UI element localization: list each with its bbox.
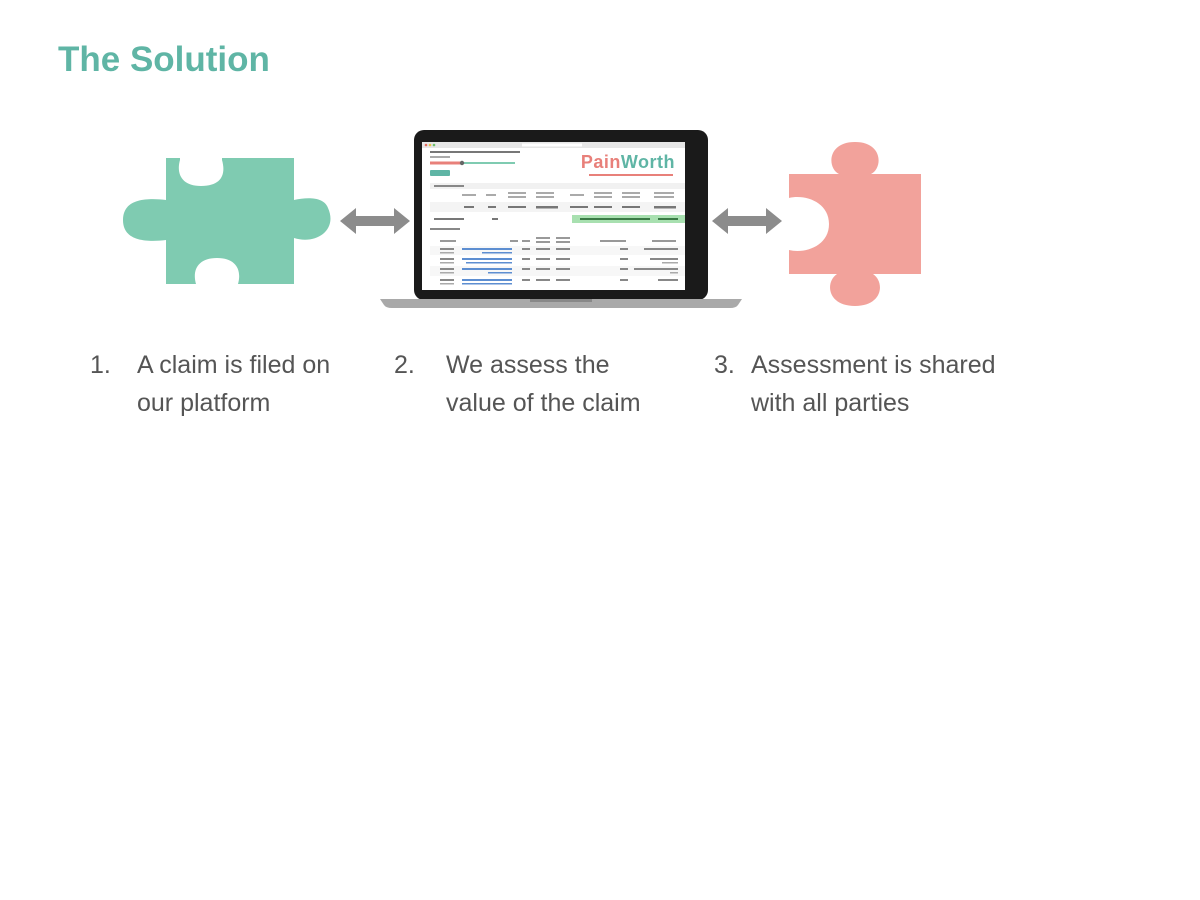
- step-text-line: A claim is filed on: [137, 351, 331, 379]
- step-number: 1.: [90, 351, 111, 379]
- left-puzzle-piece-icon: [123, 158, 331, 284]
- logo-underline: [589, 174, 673, 176]
- step-text-line: Assessment is shared: [751, 351, 996, 379]
- right-double-arrow-icon: [712, 208, 782, 234]
- step-text-line: with all parties: [751, 389, 910, 417]
- step-text-line: value of the claim: [446, 389, 641, 417]
- left-double-arrow-icon: [340, 208, 410, 234]
- slide-title: The Solution: [58, 40, 270, 79]
- step-1: 1. A claim is filed on our platform: [90, 346, 330, 422]
- laptop-screen: PainWorth: [422, 142, 685, 290]
- step-number: 2.: [394, 351, 415, 379]
- step-2: 2. We assess the value of the claim: [394, 346, 641, 422]
- step-text-line: We assess the: [446, 351, 610, 379]
- logo-worth: Worth: [620, 152, 675, 172]
- painworth-logo: PainWorth: [581, 152, 675, 173]
- step-text-line: our platform: [137, 389, 271, 417]
- logo-pain: Pain: [580, 152, 621, 172]
- right-puzzle-piece-icon: [789, 142, 921, 306]
- step-3: 3. Assessment is shared with all parties: [714, 346, 996, 422]
- step-number: 3.: [714, 351, 735, 379]
